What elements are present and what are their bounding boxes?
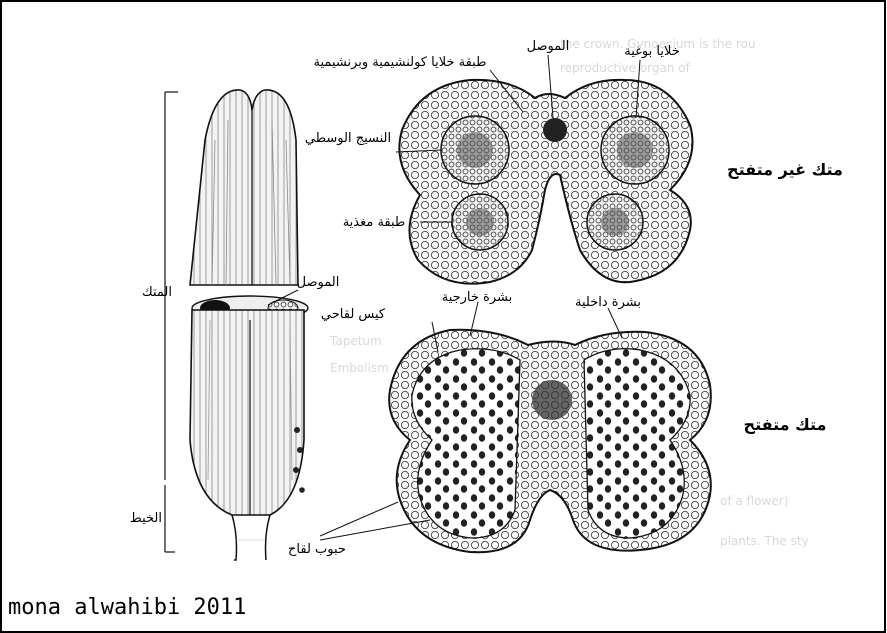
label-pollen-grains: حبوب لقاح: [288, 542, 346, 557]
label-pollen-sac: كيس لقاحي: [321, 307, 386, 322]
svg-text:Embolism: Embolism: [330, 361, 389, 375]
label-collenchyma-layer: طبقة خلايا كولنشيمية وبرنشيمية: [314, 55, 487, 70]
label-connective-top: الموصل: [527, 39, 570, 54]
label-inner-epidermis: بشرة داخلية: [575, 295, 641, 310]
label-tapetum: طبقة مغذية: [343, 215, 406, 230]
label-outer-epidermis: بشرة خارجية: [442, 290, 513, 305]
label-connective-left: الموصل: [297, 275, 340, 290]
label-opened-anther: متك متفتح: [744, 415, 827, 434]
label-unopened-anther: متك غير متفتح: [727, 160, 843, 179]
unopened-anther-section: [399, 80, 692, 284]
label-middle-tissue: النسيج الوسطي: [305, 131, 391, 146]
opened-anther-section: [389, 330, 711, 552]
credit-text: mona alwahibi 2011: [8, 595, 246, 620]
svg-text:Tapetum: Tapetum: [329, 334, 382, 348]
label-sporogenous-cells: خلايا بوغية: [624, 44, 680, 59]
stamen-drawing: [165, 90, 308, 560]
label-filament: الخيط: [130, 511, 162, 526]
svg-text:reproductive organ of: reproductive organ of: [560, 61, 691, 75]
svg-text:plants. The sty: plants. The sty: [720, 534, 809, 548]
label-anther: المتك: [142, 285, 172, 300]
svg-text:of a flower): of a flower): [720, 494, 788, 508]
